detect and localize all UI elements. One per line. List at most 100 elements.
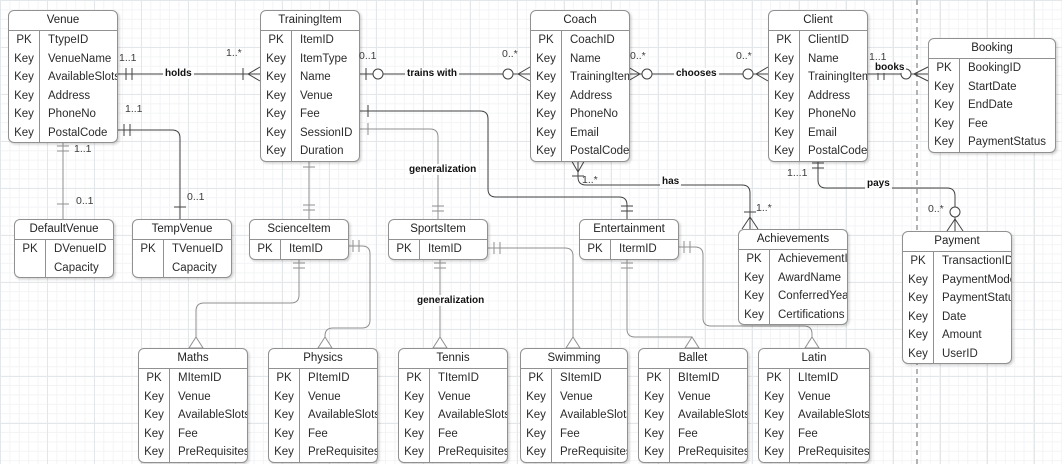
entity-row: PK TtypeID	[9, 31, 117, 50]
row-key-type: PK	[903, 252, 934, 271]
row-key-type: PK	[399, 369, 430, 388]
row-attribute-name: TtypeID	[48, 34, 89, 46]
row-key-type: Key	[769, 49, 800, 68]
entity-title-client: Client	[769, 11, 867, 31]
row-attribute-name: Capacity	[172, 261, 217, 274]
entity-row: Capacity	[15, 258, 113, 277]
relationship-label: generalization	[407, 164, 479, 175]
row-key-type	[133, 258, 164, 277]
entity-title-payment: Payment	[903, 232, 1011, 252]
row-key-type: Key	[759, 387, 790, 406]
entity-row: Key Venue	[269, 387, 377, 406]
row-attribute-name: ItermID	[619, 243, 657, 255]
row-attribute-name: Amount	[942, 329, 982, 341]
entity-row: Key AwardName	[739, 268, 847, 287]
row-key-type: PK	[639, 369, 670, 388]
row-key-type: PK	[269, 369, 300, 388]
row-key-type: Key	[139, 406, 170, 425]
row-key-type: PK	[9, 31, 40, 50]
row-attribute-name: LItemID	[798, 372, 839, 384]
row-attribute-name: MItemID	[178, 372, 222, 384]
cardinality-label: 0..*	[736, 50, 752, 62]
row-key-type: Key	[639, 424, 670, 443]
row-attribute-name: Venue	[308, 390, 341, 403]
row-attribute-name: PostalCode	[808, 145, 867, 157]
entity-achievements[interactable]: AchievementsPKAchievementIDKeyAwardNameK…	[738, 229, 848, 325]
row-attribute-name: Name	[300, 71, 331, 83]
entity-title-default-venue: DefaultVenue	[15, 220, 113, 240]
row-attribute-name: Address	[570, 89, 613, 102]
row-key-type: Key	[739, 268, 770, 287]
entity-title-venue: Venue	[9, 11, 117, 31]
row-attribute-name: AwardName	[778, 271, 842, 284]
row-key-type: Key	[639, 387, 670, 406]
row-attribute-name: Name	[808, 52, 839, 65]
row-attribute-name: Email	[808, 126, 837, 139]
row-key-type: Key	[261, 49, 292, 68]
row-key-type: Key	[399, 387, 430, 406]
row-attribute-name: Capacity	[54, 261, 99, 274]
row-key-type: Key	[399, 443, 430, 462]
entity-row: PKAchievementID	[739, 250, 847, 269]
row-key-type: Key	[269, 387, 300, 406]
row-attribute-name: PostalCode	[48, 126, 108, 139]
row-key-type: Key	[769, 142, 800, 161]
cardinality-label: 0..*	[928, 203, 944, 215]
relationship-label: pays	[865, 178, 892, 189]
row-key-type: Key	[759, 406, 790, 425]
row-key-type: Key	[639, 443, 670, 462]
row-attribute-name: Venue	[438, 390, 471, 403]
row-attribute-name: TrainingItem	[570, 71, 629, 83]
row-attribute-name: ItemID	[300, 34, 334, 46]
row-key-type: Key	[739, 305, 770, 324]
row-key-type: Key	[261, 105, 292, 124]
row-key-type: Key	[9, 49, 40, 68]
row-attribute-name: ItemID	[428, 243, 462, 255]
row-attribute-name: Fee	[968, 117, 988, 130]
entity-title-tennis: Tennis	[399, 349, 507, 369]
row-key-type: Key	[261, 68, 292, 87]
row-key-type: PK	[769, 31, 800, 50]
row-key-type: Key	[759, 424, 790, 443]
row-attribute-name: AvailableSlots	[438, 409, 507, 421]
row-attribute-name: Name	[570, 52, 601, 65]
row-key-type: Key	[9, 123, 40, 142]
row-attribute-name: Duration	[300, 145, 344, 157]
row-attribute-name: AchievementID	[778, 253, 847, 265]
row-attribute-name: Date	[942, 310, 967, 323]
relationship-label: books	[873, 62, 907, 73]
row-key-type: Key	[521, 406, 552, 425]
row-key-type: PK	[521, 369, 552, 388]
